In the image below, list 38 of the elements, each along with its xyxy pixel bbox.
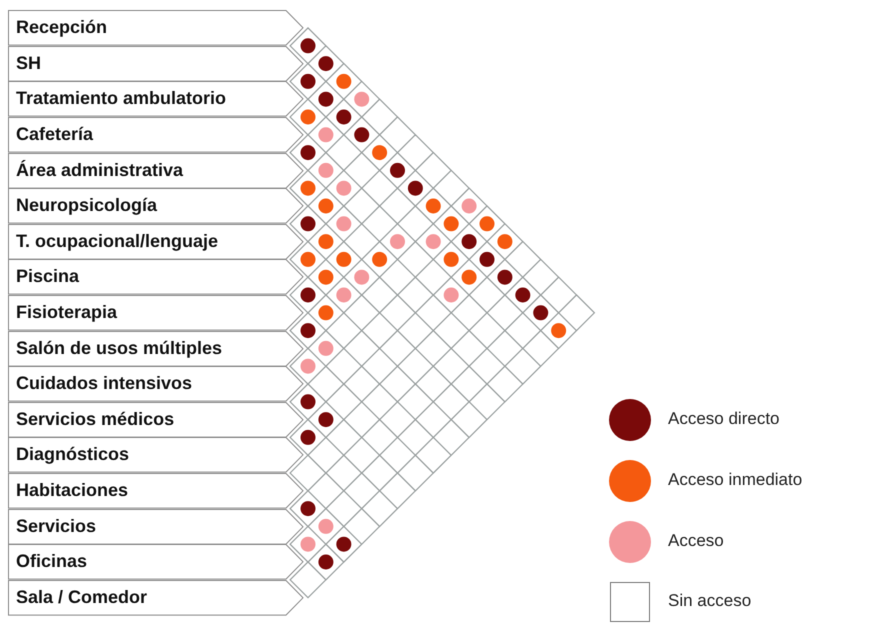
- item-box: [8, 508, 304, 544]
- item-box: [8, 366, 304, 402]
- item-box: [8, 46, 304, 81]
- legend-label: Acceso directo: [668, 409, 780, 429]
- item-name: Sala / Comedor: [16, 586, 148, 609]
- item-name: Habitaciones: [16, 479, 128, 502]
- item-box: [8, 544, 304, 580]
- item-box: [8, 10, 304, 46]
- item-box: [8, 224, 304, 259]
- item-box: [8, 473, 304, 508]
- item-name: Servicios médicos: [16, 408, 174, 431]
- item-name: SH: [16, 52, 42, 75]
- item-name: Diagnósticos: [16, 443, 130, 466]
- item-box: [8, 81, 304, 116]
- item-name: Cuidados intensivos: [16, 372, 192, 396]
- item-box: [8, 330, 304, 366]
- item-name: Piscina: [16, 265, 80, 288]
- legend-label: Acceso: [668, 531, 724, 551]
- item-name: Área administrativa: [16, 158, 184, 182]
- item-box: [8, 259, 304, 294]
- item-name: Cafetería: [16, 123, 94, 146]
- item-name: Oficinas: [16, 550, 88, 574]
- item-name: Fisioterapia: [16, 301, 118, 324]
- item-name: Salón de usos múltiples: [16, 336, 222, 360]
- item-name: Recepción: [16, 16, 108, 40]
- item-box: [8, 437, 304, 472]
- item-box: [8, 580, 304, 615]
- item-name: Neuropsicología: [16, 194, 158, 218]
- item-box: [8, 152, 304, 188]
- item-name: Tratamiento ambulatorio: [16, 87, 226, 110]
- item-box: [8, 117, 304, 152]
- legend-label: Sin acceso: [668, 591, 752, 611]
- item-name: T. ocupacional/lenguaje: [16, 230, 218, 253]
- item-box: [8, 188, 304, 224]
- item-name: Servicios: [16, 514, 96, 538]
- item-box: [8, 402, 304, 437]
- item-box: [8, 295, 304, 330]
- legend-label: Acceso inmediato: [668, 470, 802, 490]
